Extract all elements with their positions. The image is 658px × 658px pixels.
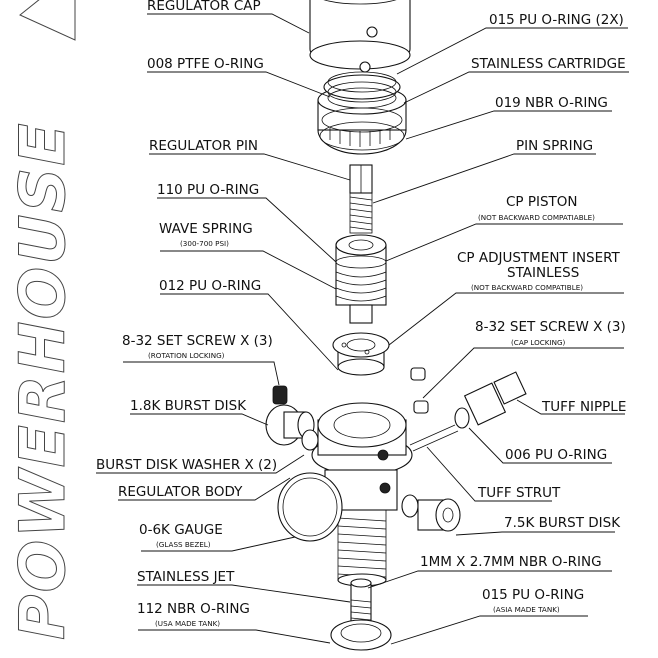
label-oring-019-nbr: 019 NBR O-RING (495, 95, 608, 111)
callout-oring-112-nbr: 112 NBR O-RING (USA MADE TANK) (137, 601, 331, 644)
label-regulator-cap: REGULATOR CAP (147, 0, 261, 14)
part-tuff-nipple (454, 371, 527, 429)
label-burst-disk-1-8k: 1.8K BURST DISK (130, 398, 247, 414)
note-oring-015-asia: (ASIA MADE TANK) (493, 605, 560, 614)
label-tuff-strut: TUFF STRUT (477, 485, 561, 501)
callout-oring-008-ptfe: 008 PTFE O-RING (147, 56, 331, 98)
brand-slash-mark (19, 0, 76, 41)
label-cp-piston: CP PISTON (506, 194, 578, 210)
brand-wordmark: POWERHOUSE (6, 0, 80, 641)
label-oring-008-ptfe: 008 PTFE O-RING (147, 56, 264, 72)
label-set-screw-cap: 8-32 SET SCREW X (3) (475, 319, 626, 335)
label-wave-spring: WAVE SPRING (159, 221, 253, 237)
part-burst-disk-1-8k (265, 404, 315, 446)
callout-tuff-nipple: TUFF NIPPLE (516, 399, 626, 415)
part-regulator-pin (349, 164, 373, 234)
note-set-screw-rotation: (ROTATION LOCKING) (148, 351, 225, 360)
callout-oring-015-2x: 015 PU O-RING (2X) (396, 12, 628, 75)
part-regulator-cap (309, 0, 411, 73)
callout-stainless-jet: STAINLESS JET (137, 569, 351, 603)
callout-cp-piston: CP PISTON (NOT BACKWARD COMPATIABLE) (385, 194, 623, 262)
label-set-screw-rotation: 8-32 SET SCREW X (3) (122, 333, 273, 349)
callout-burst-disk-7-5k: 7.5K BURST DISK (455, 515, 621, 536)
label-stainless-jet: STAINLESS JET (137, 569, 235, 585)
note-wave-spring: (300-700 PSI) (180, 239, 229, 248)
callout-set-screw-rotation: 8-32 SET SCREW X (3) (ROTATION LOCKING) (122, 333, 280, 386)
label-tuff-nipple: TUFF NIPPLE (541, 399, 626, 415)
part-burst-disk-7-5k (401, 494, 461, 532)
part-regulator-body (277, 402, 459, 587)
callout-oring-019-nbr: 019 NBR O-RING (405, 95, 612, 140)
callout-oring-015-asia: 015 PU O-RING (ASIA MADE TANK) (390, 587, 588, 645)
part-cp-piston (335, 234, 387, 324)
callout-oring-110-pu: 110 PU O-RING (157, 182, 337, 263)
note-oring-112-nbr: (USA MADE TANK) (155, 619, 220, 628)
callout-oring-006-pu: 006 PU O-RING (468, 427, 612, 464)
callout-burst-disk-1-8k: 1.8K BURST DISK (130, 398, 269, 426)
note-set-screw-cap: (CAP LOCKING) (511, 338, 566, 347)
callout-pin-spring: PIN SPRING (372, 138, 596, 204)
label-stainless-cartridge: STAINLESS CARTRIDGE (471, 56, 626, 72)
part-stainless-cartridge (317, 71, 407, 155)
label-oring-1mm-nbr: 1MM X 2.7MM NBR O-RING (420, 554, 602, 570)
label-regulator-body: REGULATOR BODY (118, 484, 243, 500)
part-set-screws (272, 367, 429, 414)
callout-tuff-strut: TUFF STRUT (426, 446, 561, 502)
label-oring-015-2x: 015 PU O-RING (2X) (489, 12, 624, 28)
callout-oring-012-pu: 012 PU O-RING (159, 278, 339, 371)
label-oring-006-pu: 006 PU O-RING (505, 447, 607, 463)
part-cp-adjustment-insert (332, 332, 390, 376)
label-oring-110-pu: 110 PU O-RING (157, 182, 259, 198)
part-stainless-jet (330, 578, 392, 651)
label-oring-012-pu: 012 PU O-RING (159, 278, 261, 294)
label-oring-015-asia: 015 PU O-RING (482, 587, 584, 603)
note-cp-piston: (NOT BACKWARD COMPATIABLE) (478, 213, 595, 222)
callout-gauge: 0-6K GAUGE (GLASS BEZEL) (139, 522, 296, 552)
label-gauge: 0-6K GAUGE (139, 522, 223, 538)
callout-set-screw-cap: 8-32 SET SCREW X (3) (CAP LOCKING) (422, 319, 626, 399)
callout-stainless-cartridge: STAINLESS CARTRIDGE (403, 56, 629, 104)
label-regulator-pin: REGULATOR PIN (149, 138, 258, 154)
label-cp-adjustment-insert-line2: STAINLESS (507, 265, 579, 281)
callout-cp-adjustment-insert: CP ADJUSTMENT INSERT STAINLESS (NOT BACK… (388, 250, 624, 346)
label-burst-disk-washer: BURST DISK WASHER X (2) (96, 457, 277, 473)
callout-wave-spring: WAVE SPRING (300-700 PSI) (159, 221, 337, 290)
callout-oring-1mm-nbr: 1MM X 2.7MM NBR O-RING (367, 554, 612, 589)
label-cp-adjustment-insert: CP ADJUSTMENT INSERT (457, 250, 621, 266)
note-cp-adjustment-insert: (NOT BACKWARD COMPATIBLE) (471, 283, 583, 292)
label-pin-spring: PIN SPRING (516, 138, 593, 154)
label-burst-disk-7-5k: 7.5K BURST DISK (504, 515, 621, 531)
callout-regulator-body: REGULATOR BODY (118, 477, 291, 501)
note-gauge: (GLASS BEZEL) (156, 540, 211, 549)
callout-regulator-cap: REGULATOR CAP (147, 0, 310, 34)
brand-text: POWERHOUSE (6, 121, 79, 640)
callout-burst-disk-washer: BURST DISK WASHER X (2) (96, 454, 305, 474)
callout-regulator-pin: REGULATOR PIN (149, 138, 351, 181)
label-oring-112-nbr: 112 NBR O-RING (137, 601, 250, 617)
